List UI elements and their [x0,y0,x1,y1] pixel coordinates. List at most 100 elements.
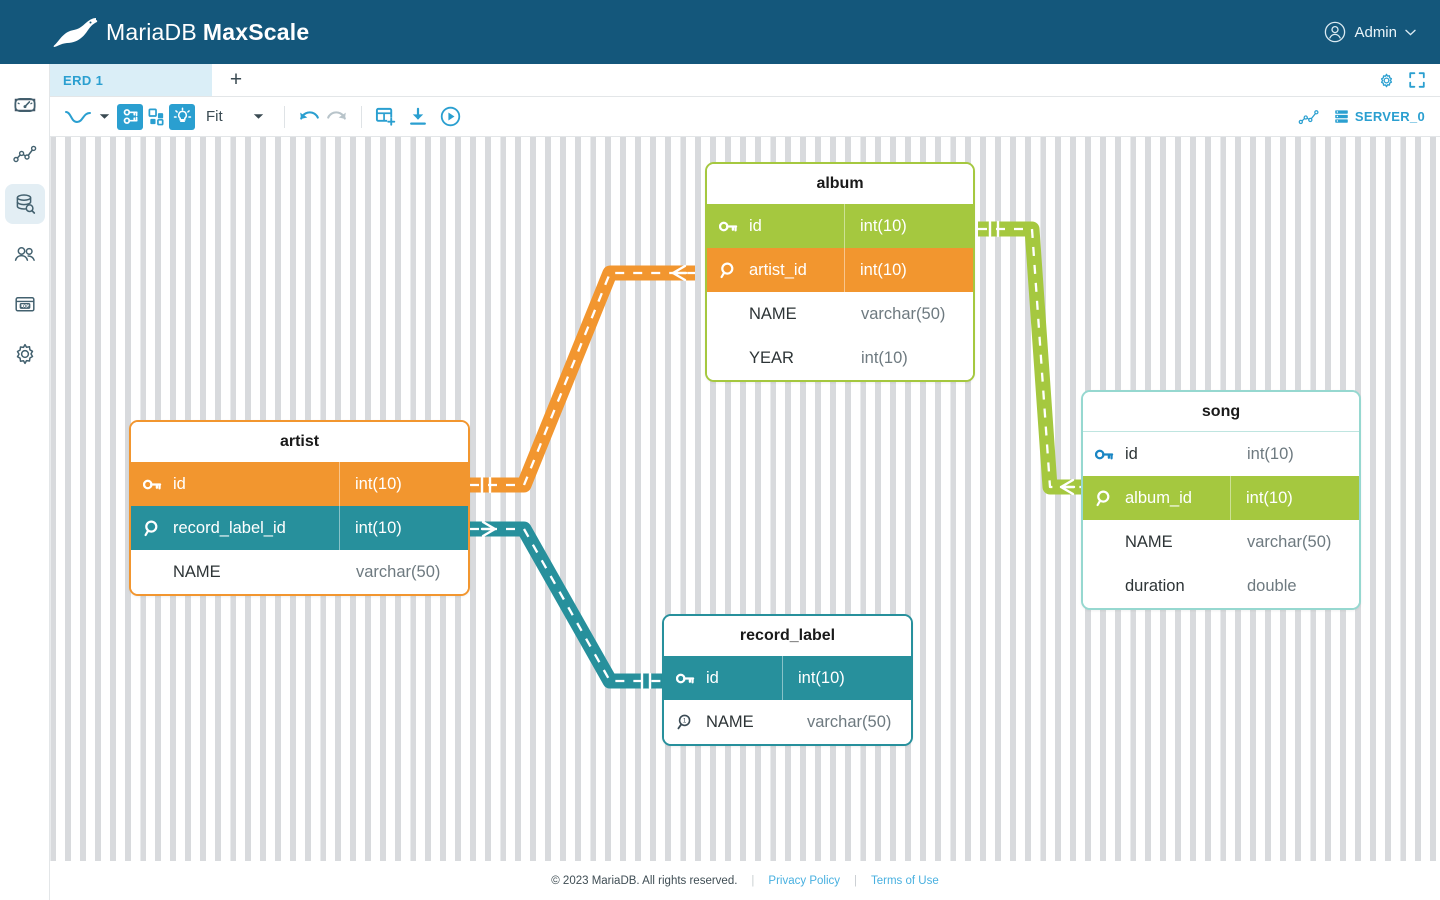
primary-key-icon [707,219,749,234]
log-archive-icon: LOG [14,297,35,312]
entity-artist-column-record-label-id-type: int(10) [355,518,402,537]
entity-album-column-id[interactable]: id int(10) [707,204,973,248]
sidebar-item-dashboard[interactable] [5,84,45,124]
fullscreen-button[interactable] [1409,72,1425,88]
graph-view-button[interactable] [1298,104,1320,130]
sidebar-item-settings[interactable] [5,334,45,374]
gear-icon [16,343,33,365]
undo-button[interactable] [298,104,320,130]
sidebar-item-query[interactable] [4,184,45,224]
entity-song-column-duration-type: double [1247,576,1297,595]
user-menu[interactable]: Admin [1324,21,1416,43]
line-chart-icon [1298,109,1319,124]
entity-artist-column-id-type: int(10) [355,474,402,493]
tab-erd-1[interactable]: ERD 1 [50,64,212,96]
privacy-policy-link[interactable]: Privacy Policy [768,874,840,887]
entity-song-column-id[interactable]: id int(10) [1083,432,1359,476]
zoom-caret-icon[interactable] [253,113,264,120]
entity-record-label-column-id[interactable]: id int(10) [664,656,911,700]
database-search-icon [16,194,35,214]
server-label: SERVER_0 [1354,109,1425,124]
entity-album[interactable]: album id int(10) artist_id int(10) NAME … [705,162,975,382]
undo-arrow-icon [299,110,319,120]
cardinality-button[interactable] [143,104,169,130]
primary-key-icon [131,477,173,492]
sidebar-item-users[interactable] [5,234,45,274]
entity-album-column-year[interactable]: YEAR int(10) [707,336,973,380]
server-stack-icon [1335,110,1348,123]
entity-album-column-name-type: varchar(50) [861,304,946,323]
tab-right-tools [1378,64,1440,96]
redo-button[interactable] [326,104,348,130]
index-key-icon [1083,489,1125,508]
shapes-icon [148,108,164,126]
play-circle-icon [440,106,460,127]
brand-db: DB [164,18,197,45]
entity-song-column-album-id-type: int(10) [1246,488,1293,507]
entity-album-column-year-name: YEAR [749,348,794,367]
entity-artist-column-name[interactable]: NAME varchar(50) [131,550,468,594]
link-shape-caret-icon[interactable] [99,113,110,120]
highlight-toggle-button[interactable] [169,103,195,130]
entity-artist-column-record-label-id[interactable]: record_label_id int(10) [131,506,468,550]
user-circle-icon [1325,21,1346,43]
toolbar-divider-1 [283,105,285,128]
entity-song-column-duration-name: duration [1125,576,1185,595]
footer-separator-1: | [751,874,755,887]
primary-key-icon [664,671,706,686]
entity-song-column-album-id[interactable]: album_id int(10) [1083,476,1359,520]
keys-toggle-button[interactable] [117,103,143,130]
tab-erd-1-label: ERD 1 [63,72,104,88]
entity-album-column-artist-id[interactable]: artist_id int(10) [707,248,973,292]
erd-canvas[interactable]: album id int(10) artist_id int(10) NAME … [50,137,1440,861]
new-tab-button[interactable]: + [229,68,243,91]
add-table-button[interactable] [375,104,396,130]
entity-record-label-column-name[interactable]: 1 NAME varchar(50) [664,700,911,744]
entity-record-label[interactable]: record_label id int(10) 1 NAME varchar(5… [662,614,913,746]
entity-artist-column-id-name: id [173,474,186,493]
line-chart-icon [12,145,36,163]
entity-album-column-name[interactable]: NAME varchar(50) [707,292,973,336]
relationship-artist-to-album[interactable] [470,264,695,494]
entity-artist[interactable]: artist id int(10) record_label_id int(10… [129,420,470,596]
server-chip[interactable]: SERVER_0 [1334,109,1425,124]
zoom-level-label: Fit [206,108,223,125]
entity-record-label-column-name-name: NAME [706,712,754,731]
entity-album-column-id-name: id [749,216,762,235]
toolbar-right-group: SERVER_0 [1298,104,1425,130]
erd-toolbar: Fit [50,97,1440,137]
sidebar-item-visualize[interactable] [5,134,45,174]
sidebar-item-logs[interactable]: LOG [5,284,45,324]
chevron-down-icon [1405,29,1416,36]
entity-artist-column-id[interactable]: id int(10) [131,462,468,506]
entity-song-column-name-type: varchar(50) [1247,532,1332,551]
footer-copyright: © 2023 MariaDB. All rights reserved. [551,874,738,887]
add-table-icon [375,107,396,126]
run-button[interactable] [440,104,461,130]
curved-line-icon [65,110,91,123]
gear-icon [1380,73,1393,87]
entity-song[interactable]: song id int(10) album_id int(10) NAME va… [1081,390,1361,610]
download-icon [409,107,426,125]
tab-settings-button[interactable] [1378,72,1395,89]
index-key-icon [131,519,173,538]
relationship-album-to-song[interactable] [978,220,1081,496]
footer: © 2023 MariaDB. All rights reserved. | P… [50,861,1440,900]
entity-song-column-id-type: int(10) [1247,444,1294,463]
entity-record-label-title: record_label [664,616,911,656]
entity-song-column-name[interactable]: NAME varchar(50) [1083,520,1359,564]
entity-record-label-column-id-name: id [706,668,719,687]
export-button[interactable] [409,104,427,130]
expand-icon [1409,72,1425,88]
primary-key-icon [1083,447,1125,462]
entity-song-column-duration[interactable]: duration double [1083,564,1359,608]
entity-song-title: song [1083,392,1359,432]
entity-song-column-id-name: id [1125,444,1138,463]
tab-strip: ERD 1 + [50,64,1440,97]
link-shape-button[interactable] [64,104,92,130]
terms-of-use-link[interactable]: Terms of Use [871,874,939,887]
entity-album-column-id-type: int(10) [860,216,907,235]
relationship-record-label-to-artist[interactable] [470,520,662,690]
